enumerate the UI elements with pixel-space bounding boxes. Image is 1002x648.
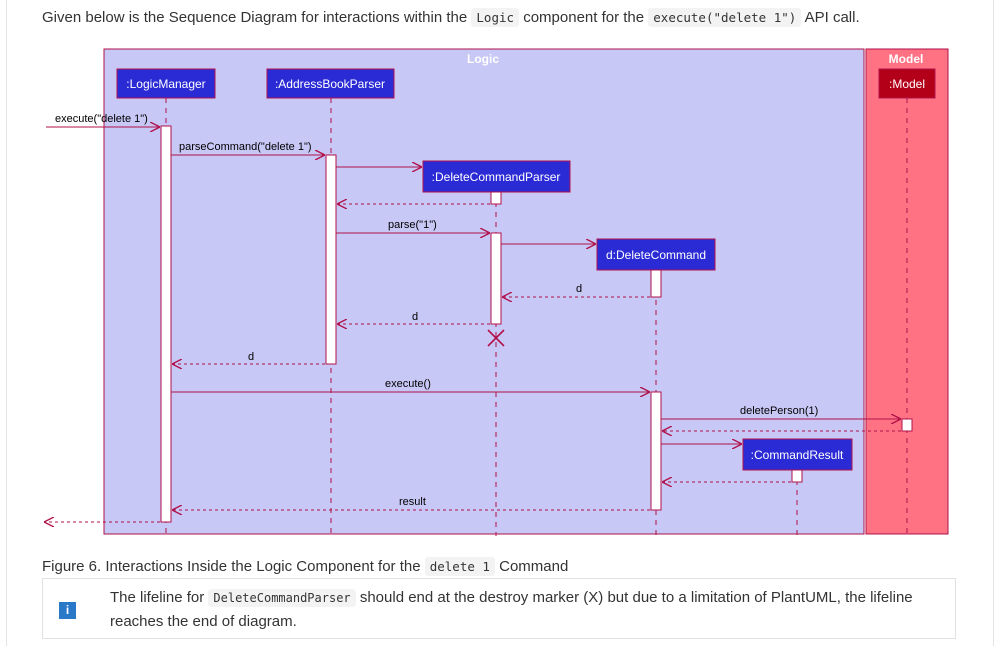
participant-delete-command-parser-label: :DeleteCommandParser	[432, 170, 561, 184]
label-execute-call: execute("delete 1")	[55, 113, 148, 125]
participant-address-book-parser	[266, 68, 395, 99]
info-icon: i	[59, 602, 76, 619]
logic-box	[103, 48, 865, 535]
participant-model-label: :Model	[889, 77, 925, 91]
activation-delete-command-create	[650, 269, 662, 298]
participant-logic-manager	[116, 68, 216, 99]
note-code: DeleteCommandParser	[208, 589, 356, 607]
activation-delete-command-parser-create	[490, 191, 502, 205]
intro-middle: component for the	[519, 9, 649, 26]
caption-code: delete 1	[424, 557, 495, 576]
participant-delete-command-label: d:DeleteCommand	[606, 248, 706, 262]
participant-model	[878, 68, 936, 99]
sequence-diagram: Logic Model :LogicManager :AddressBookPa…	[44, 48, 949, 536]
activation-delete-command	[650, 391, 662, 511]
intro-prefix: Given below is the Sequence Diagram for …	[42, 9, 472, 26]
caption-suffix: Command	[494, 558, 569, 575]
destroy-marker	[487, 329, 505, 347]
participant-address-book-parser-label: :AddressBookParser	[275, 77, 385, 91]
activation-address-book-parser	[325, 154, 337, 365]
intro-code-logic: Logic	[471, 8, 520, 27]
activation-logic-manager	[160, 125, 172, 523]
activation-delete-command-parser	[490, 232, 502, 325]
figure-caption: Figure 6. Interactions Inside the Logic …	[42, 556, 568, 578]
activation-command-result	[791, 469, 803, 483]
participant-command-result-label: :CommandResult	[751, 448, 844, 462]
label-result: result	[399, 496, 426, 508]
label-parse: parse("1")	[388, 219, 437, 231]
note-prefix: The lifeline for	[110, 589, 209, 606]
logic-box-title: Logic	[467, 52, 499, 66]
note-text: The lifeline for DeleteCommandParser sho…	[110, 586, 940, 633]
intro-text: Given below is the Sequence Diagram for …	[42, 7, 860, 29]
label-parse-command: parseCommand("delete 1")	[179, 141, 312, 153]
label-delete-person: deletePerson(1)	[740, 405, 818, 417]
intro-suffix: API call.	[801, 9, 860, 26]
intro-code-execute: execute("delete 1")	[648, 8, 802, 27]
label-return-d-3: d	[248, 351, 254, 363]
label-return-d-2: d	[412, 311, 418, 323]
activation-model	[901, 418, 913, 432]
participant-logic-manager-label: :LogicManager	[126, 77, 205, 91]
model-box-title: Model	[889, 52, 924, 66]
participant-delete-command	[596, 238, 716, 271]
note-suffix: should end at the destroy marker (X) but…	[110, 589, 913, 630]
label-return-d-1: d	[576, 283, 582, 295]
page-frame	[6, 0, 994, 646]
admonition-note: i The lifeline for DeleteCommandParser s…	[42, 578, 956, 639]
label-execute: execute()	[385, 378, 431, 390]
caption-prefix: Figure 6. Interactions Inside the Logic …	[42, 558, 425, 575]
participant-delete-command-parser	[422, 160, 571, 193]
